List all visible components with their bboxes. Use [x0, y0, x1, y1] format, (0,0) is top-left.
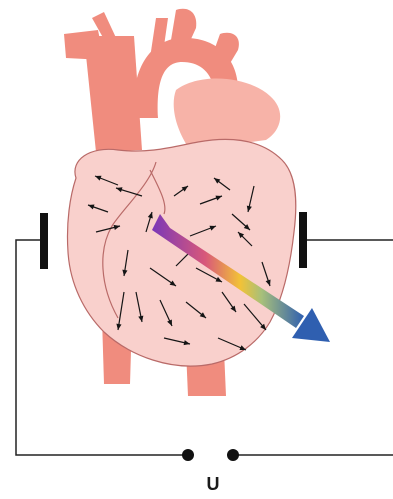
electrode-right — [299, 212, 307, 268]
voltage-label: U — [198, 474, 228, 494]
heart — [67, 139, 295, 366]
terminal-left — [182, 449, 194, 461]
vena-cava — [84, 36, 142, 152]
heart-outline — [67, 139, 295, 366]
terminal-right — [227, 449, 239, 461]
electrode-left — [40, 213, 48, 269]
